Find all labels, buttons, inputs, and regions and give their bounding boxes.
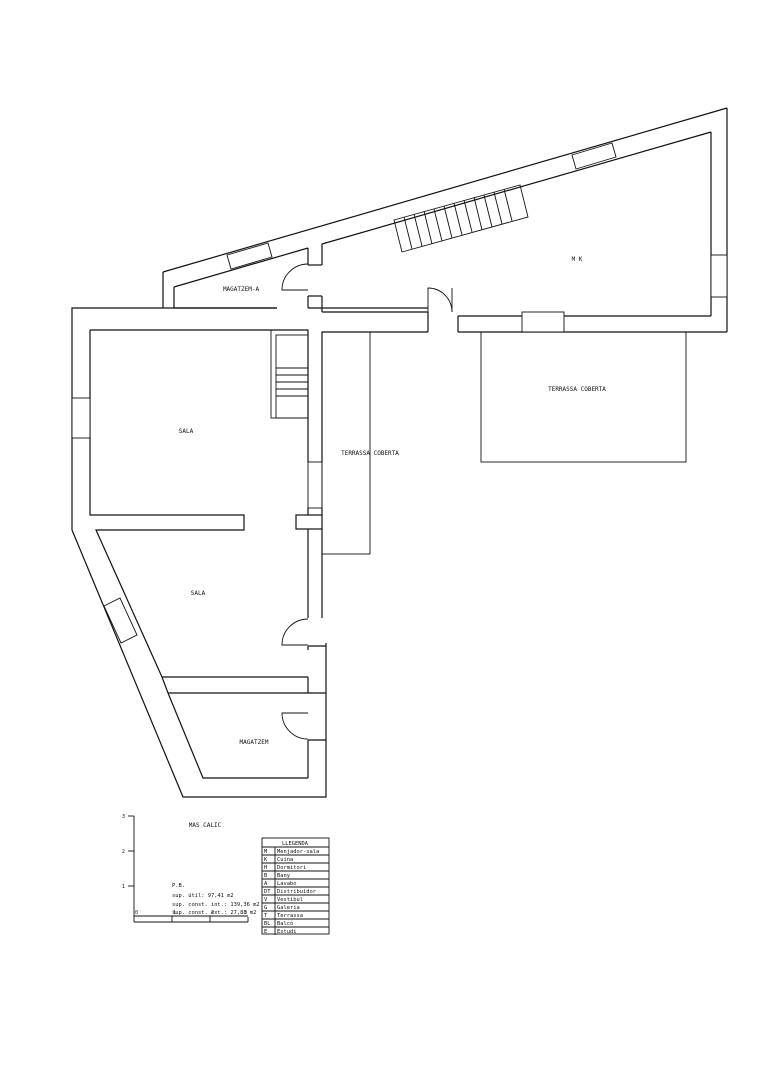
legend-label: Vestíbul bbox=[277, 896, 303, 903]
floor-label: P.B. bbox=[172, 883, 185, 889]
staircase-upper bbox=[393, 184, 529, 253]
room-label-terrassa-coberta-upper: TERRASSA COBERTA bbox=[548, 386, 606, 393]
north-windows bbox=[226, 142, 728, 333]
north-doors bbox=[281, 263, 453, 313]
legend-code: H bbox=[264, 865, 267, 871]
legend-label: Dormitori bbox=[277, 865, 306, 871]
legend-label: Distribuidor bbox=[277, 889, 317, 895]
scale-tick-x-2: 2 bbox=[211, 910, 214, 916]
room-label-terrassa-coberta-lower: TERRASSA COBERTA bbox=[341, 450, 399, 457]
legend-code: K bbox=[264, 857, 268, 863]
scale-bar: 0 1 2 3 1 2 3 bbox=[122, 814, 249, 923]
scale-tick-x-1: 1 bbox=[173, 910, 176, 916]
north-wing-walls bbox=[162, 107, 728, 333]
legend-label: Terrassa bbox=[277, 913, 303, 919]
scale-tick-y-1: 1 bbox=[122, 884, 125, 890]
legend-label: Cuina bbox=[277, 857, 293, 863]
info-block: MAS CALIC P.B. sup. útil: 97,41 m2 sup. … bbox=[172, 822, 260, 916]
legend-code: E bbox=[264, 929, 267, 935]
room-label-sala-upper: SALA bbox=[179, 428, 194, 435]
legend-code: DT bbox=[264, 889, 271, 895]
scale-tick-y-3: 3 bbox=[122, 814, 125, 820]
legend-label: Bany bbox=[277, 873, 291, 879]
room-label-mk: M K bbox=[572, 256, 583, 263]
legend-label: Balcó bbox=[277, 920, 293, 927]
legend-code: G bbox=[264, 905, 267, 911]
legend-code: V bbox=[264, 897, 268, 903]
legend-label: Lavabo bbox=[277, 881, 296, 887]
area-util: sup. útil: 97,41 m2 bbox=[172, 892, 234, 899]
room-labels: MAGATZEM-A M K TERRASSA COBERTA SALA TER… bbox=[179, 256, 607, 746]
scale-tick-x-0: 0 bbox=[135, 910, 138, 916]
legend-code: A bbox=[264, 881, 268, 887]
legend-label: Menjador-sala bbox=[277, 849, 319, 855]
main-doors bbox=[281, 618, 309, 740]
area-exterior: sup. const. ext.: 27,88 m2 bbox=[172, 910, 256, 916]
legend-label: Estudi bbox=[277, 929, 296, 935]
room-label-magatzem: MAGATZEM bbox=[240, 739, 269, 746]
legend-code: B bbox=[264, 873, 267, 879]
room-label-sala-lower: SALA bbox=[191, 590, 206, 597]
scale-tick-x-3: 3 bbox=[244, 910, 247, 916]
terraces bbox=[321, 331, 687, 555]
room-label-magatzem-a: MAGATZEM-A bbox=[223, 286, 260, 293]
legend-label: Galeria bbox=[277, 905, 300, 911]
staircase-lower bbox=[270, 329, 309, 419]
legend-code: T bbox=[264, 913, 268, 919]
legend-code: BL bbox=[264, 921, 271, 927]
area-interior: sup. const. int.: 139,36 m2 bbox=[172, 902, 260, 908]
main-block-walls bbox=[71, 307, 428, 798]
legend-code: M bbox=[264, 849, 268, 855]
main-windows bbox=[71, 397, 323, 644]
project-title: MAS CALIC bbox=[189, 822, 222, 829]
scale-tick-y-2: 2 bbox=[122, 849, 125, 855]
legend-title: LLEGENDA bbox=[282, 841, 309, 847]
